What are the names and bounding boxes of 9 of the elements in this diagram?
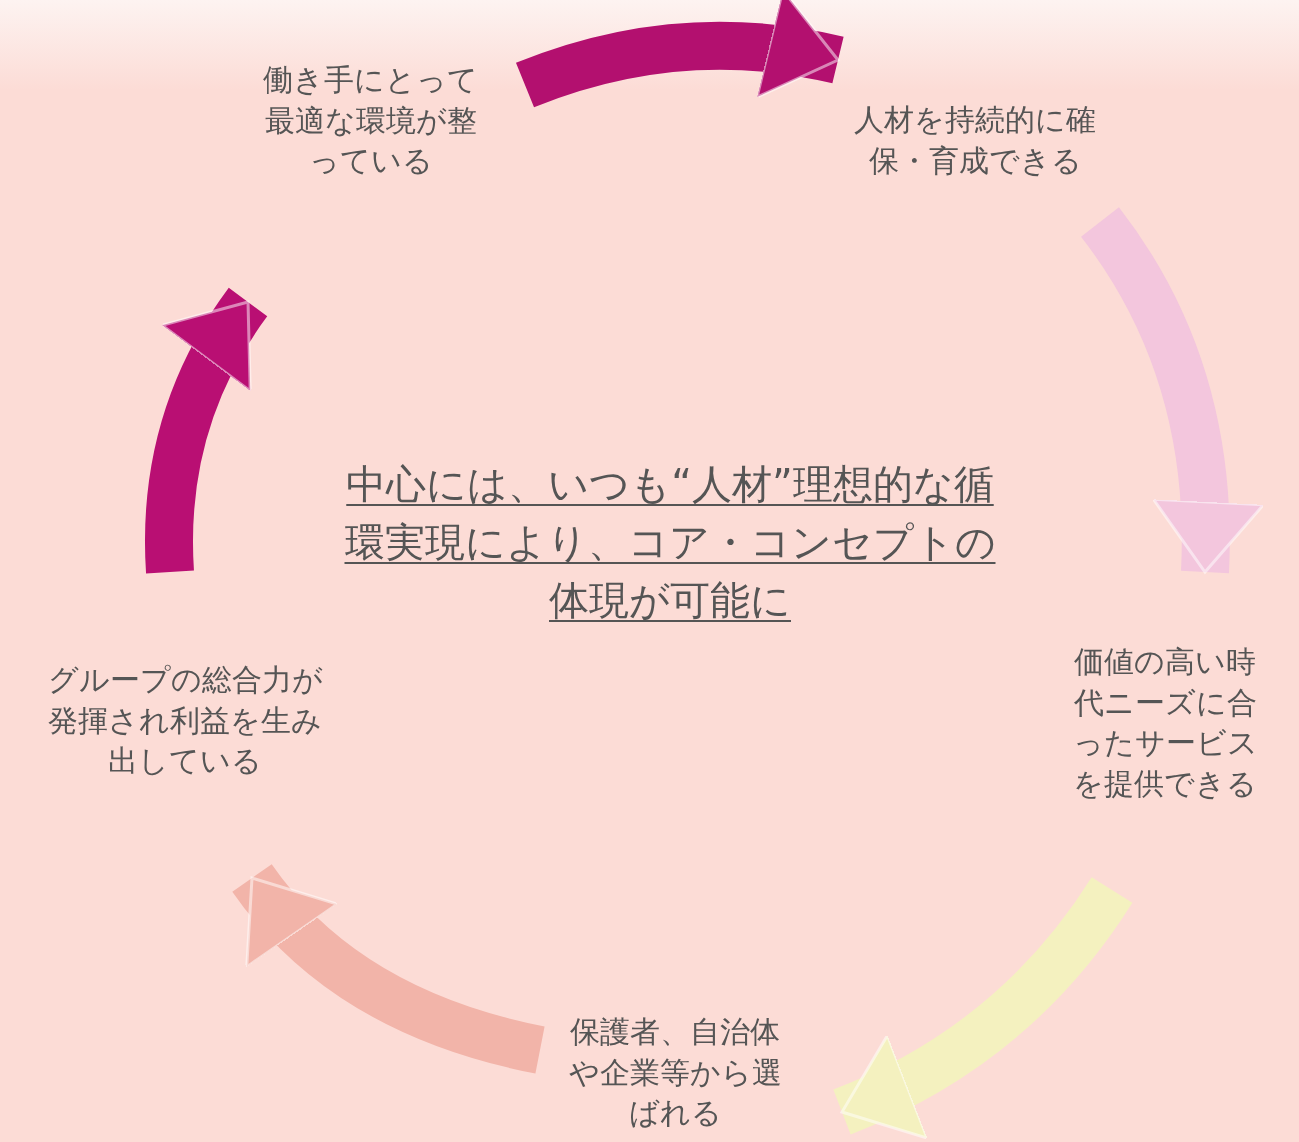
curved-arrow xyxy=(1080,207,1264,574)
cycle-text: 価値の高い時代ニーズに合ったサービスを提供できる xyxy=(1025,572,1299,890)
cycle-text: 保護者、自治体や企業等から選ばれる xyxy=(540,1012,845,1142)
curved-arrow xyxy=(516,0,843,108)
curved-arrow xyxy=(832,876,1132,1138)
curved-arrow xyxy=(145,288,268,573)
cycle-text: 働き手にとって最適な環境が整っている xyxy=(235,60,525,302)
cycle-text: 人材を持続的に確保・育成できる xyxy=(815,55,1140,225)
curved-arrow xyxy=(232,863,546,1074)
